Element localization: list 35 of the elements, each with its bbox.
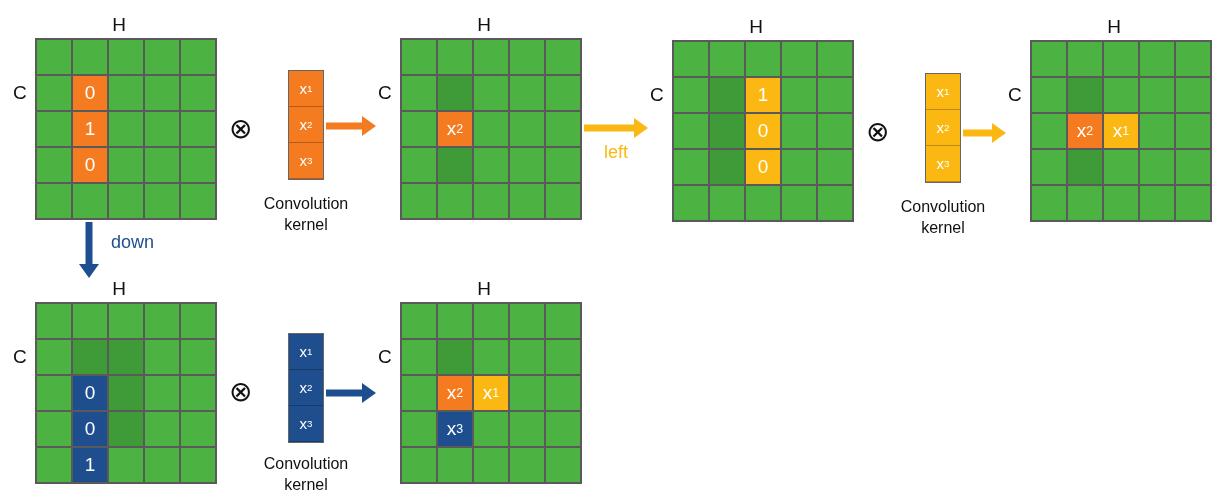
matrix-cell: 0 <box>744 112 782 150</box>
matrix-cell: 0 <box>71 146 109 184</box>
axis-label: C <box>13 346 27 368</box>
matrix-cell: 0 <box>71 74 109 112</box>
caption-text: Convolution kernel <box>899 197 987 238</box>
convolution-kernel <box>288 70 324 180</box>
arrow <box>79 222 99 278</box>
operator-symbol: ⊗ <box>229 375 252 408</box>
matrix-cell: 1 <box>71 110 109 148</box>
matrix-cell: 1 <box>744 76 782 114</box>
arrow <box>584 118 648 138</box>
arrow <box>326 116 376 136</box>
axis-label: C <box>1008 84 1022 106</box>
matrix-cell: 1 <box>71 446 109 484</box>
axis-label: C <box>650 84 664 106</box>
operator-symbol: ⊗ <box>229 112 252 145</box>
axis-label: H <box>477 278 491 300</box>
convolution-kernel <box>288 333 324 443</box>
axis-label: H <box>112 14 126 36</box>
caption-text: Convolution kernel <box>262 194 350 235</box>
axis-label: H <box>749 16 763 38</box>
axis-label: C <box>13 82 27 104</box>
convolution-kernel <box>925 73 961 183</box>
arrow <box>326 383 376 403</box>
operator-symbol: ⊗ <box>866 115 889 148</box>
matrix-cell: 0 <box>71 410 109 448</box>
arrow <box>963 123 1006 143</box>
axis-label: C <box>378 346 392 368</box>
axis-label: H <box>477 14 491 36</box>
caption-text: Convolution kernel <box>262 454 350 495</box>
matrix-cell: 0 <box>744 148 782 186</box>
axis-label: H <box>1107 16 1121 38</box>
axis-label: C <box>378 82 392 104</box>
axis-label: H <box>112 278 126 300</box>
matrix-cell: 0 <box>71 374 109 412</box>
